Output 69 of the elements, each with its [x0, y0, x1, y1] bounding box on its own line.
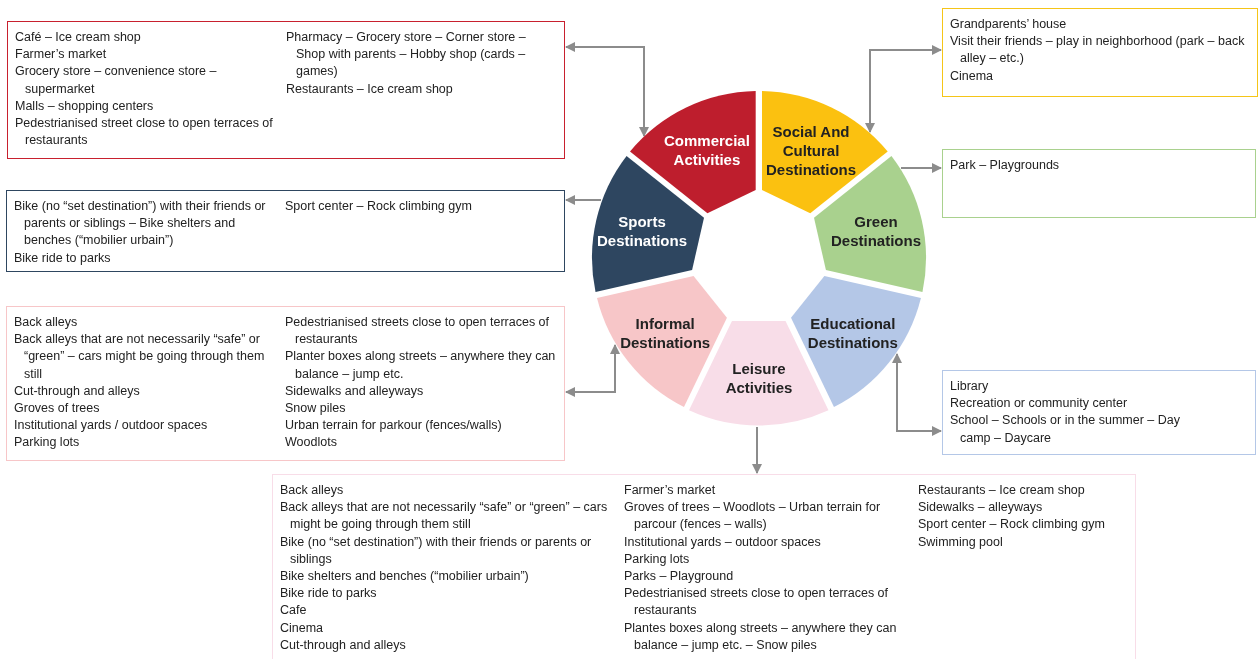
- connector-arrow: [565, 42, 649, 137]
- segment-label: Informal Destinations: [619, 313, 712, 352]
- list-item: Back alleys: [280, 482, 345, 499]
- list-item: Bike ride to parks: [14, 249, 112, 267]
- list-item: Sidewalks – alleyways: [918, 499, 1044, 517]
- list-item: Cinema: [280, 619, 325, 637]
- connector-arrow: [900, 163, 942, 173]
- connector-arrow: [752, 426, 762, 474]
- list-item: Cut-through and alleys: [280, 636, 407, 654]
- list-item: Parking lots: [14, 434, 81, 452]
- list-item: Back alleys: [14, 314, 79, 331]
- list-item: Restaurants – Ice cream shop: [286, 80, 454, 98]
- list-item: Sport center – Rock climbing gym: [918, 516, 1106, 534]
- list-box: [942, 370, 1256, 455]
- list-box: [272, 474, 1136, 659]
- list-item: Bike (no “set destination”) with their friends or parents or siblings: [280, 533, 593, 568]
- list-item: Institutional yards – outdoor spaces: [624, 533, 822, 551]
- list-box: [942, 149, 1256, 218]
- list-item: Farmer’s market: [624, 482, 717, 499]
- list-item: Cafe: [280, 602, 308, 620]
- list-item: Back alleys that are not necessarily “safe” or “green” – cars might be going through them still: [280, 499, 609, 534]
- connector-arrow: [892, 353, 942, 436]
- list-item: Cut-through and alleys: [14, 382, 141, 400]
- list-item: Recreation or community center: [950, 395, 1129, 413]
- list-item: Sport center – Rock climbing gym: [285, 198, 473, 215]
- list-item: Swimming pool: [918, 533, 1004, 551]
- segment-label: Sports Destinations: [596, 212, 688, 251]
- segment-label: Green Destinations: [829, 212, 922, 251]
- list-item: Restaurants – Ice cream shop: [918, 482, 1086, 499]
- list-item: Parking lots: [624, 550, 691, 568]
- list-item: Bike ride to parks: [280, 585, 378, 603]
- list-item: Bike (no “set destination”) with their friends or parents or siblings – Bike shelters and benches (“mobilier urbain”): [14, 198, 267, 250]
- list-item: Park – Playgrounds: [950, 157, 1061, 174]
- list-box: [7, 21, 565, 159]
- list-item: Institutional yards / outdoor spaces: [14, 417, 209, 435]
- list-item: Cinema: [950, 67, 995, 85]
- connector-arrow: [565, 195, 602, 205]
- list-item: Grocery store – convenience store – supermarket: [15, 63, 218, 98]
- list-box: [6, 306, 565, 461]
- list-item: Café – Ice cream shop: [15, 29, 142, 46]
- list-item: School – Schools or in the summer – Day camp – Daycare: [950, 412, 1181, 447]
- list-item: Back alleys that are not necessarily “safe” or “green” – cars might be going through them still: [14, 331, 266, 383]
- list-item: Pedestrianised street close to open terraces of restaurants: [15, 115, 274, 150]
- list-item: Pedestrianised streets close to open terraces of restaurants: [285, 314, 551, 349]
- list-item: Groves of trees – Woodlots – Urban terrain for parcour (fences – walls): [624, 499, 882, 534]
- list-box: [6, 190, 565, 272]
- list-item: Urban terrain for parkour (fences/walls): [285, 417, 503, 435]
- list-item: Snow piles: [285, 400, 347, 417]
- list-box: [942, 8, 1258, 97]
- list-item: Bike shelters and benches (“mobilier urbain”): [280, 568, 530, 585]
- list-item: Visit their friends – play in neighborhood (park – back alley – etc.): [950, 33, 1246, 68]
- connector-arrow: [565, 344, 620, 397]
- segment-label: Educational Destinations: [806, 313, 899, 352]
- segment-label: Commercial Activities: [662, 130, 751, 169]
- list-item: Plantes boxes along streets – anywhere they can balance – jump etc. – Snow piles: [624, 619, 898, 654]
- list-item: Malls – shopping centers: [15, 97, 155, 115]
- segment-label: Social And Cultural Destinations: [765, 121, 858, 179]
- list-item: Woodlots: [285, 434, 338, 452]
- list-item: Grandparents’ house: [950, 16, 1068, 33]
- list-item: Parks – Playground: [624, 568, 735, 585]
- list-item: Groves of trees: [14, 400, 101, 417]
- list-item: Farmer’s market: [15, 46, 108, 64]
- list-item: Planter boxes along streets – anywhere they can balance – jump etc.: [285, 348, 557, 383]
- segment-label: Leisure Activities: [724, 359, 794, 397]
- list-item: Library: [950, 378, 990, 395]
- list-item: Pharmacy – Grocery store – Corner store – Shop with parents – Hobby shop (cards – games): [286, 29, 527, 81]
- list-item: Pedestrianised streets close to open terraces of restaurants: [624, 585, 890, 620]
- connector-arrow: [865, 45, 942, 133]
- list-item: Sidewalks and alleyways: [285, 382, 425, 400]
